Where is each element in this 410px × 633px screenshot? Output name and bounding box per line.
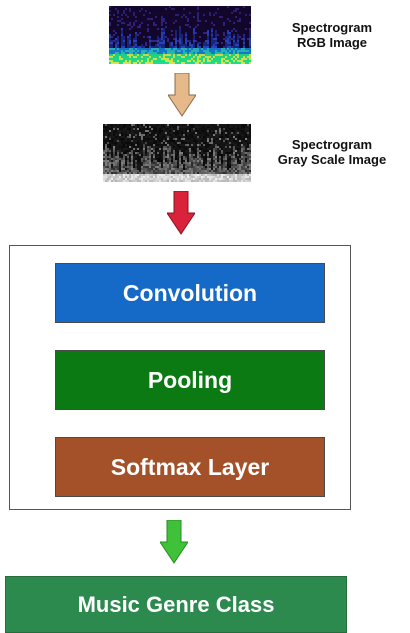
cnn-block-frame: Convolution Pooling Softmax Layer	[9, 245, 351, 510]
gray-image-caption: Spectrogram Gray Scale Image	[262, 137, 402, 167]
softmax-layer-box: Softmax Layer	[55, 437, 325, 497]
arrow-down-3	[160, 520, 188, 564]
rgb-caption-line1: Spectrogram	[291, 20, 373, 35]
softmax-layer-label: Softmax Layer	[110, 453, 270, 480]
spectrogram-rgb-image	[109, 6, 251, 64]
rgb-caption-line2: RGB Image	[296, 35, 368, 50]
spectrogram-gray-image	[103, 124, 251, 182]
pooling-layer-label: Pooling	[147, 366, 233, 393]
pooling-layer-box: Pooling	[55, 350, 325, 410]
convolution-layer-label: Convolution	[122, 279, 258, 306]
music-genre-class-box: Music Genre Class	[5, 576, 347, 633]
arrow-down-1	[168, 73, 196, 117]
convolution-layer-box: Convolution	[55, 263, 325, 323]
arrow-down-2	[167, 191, 195, 235]
rgb-image-caption: Spectrogram RGB Image	[262, 20, 402, 50]
gray-caption-line1: Spectrogram	[291, 137, 373, 152]
gray-caption-line2: Gray Scale Image	[277, 152, 387, 167]
music-genre-class-label: Music Genre Class	[77, 591, 275, 617]
